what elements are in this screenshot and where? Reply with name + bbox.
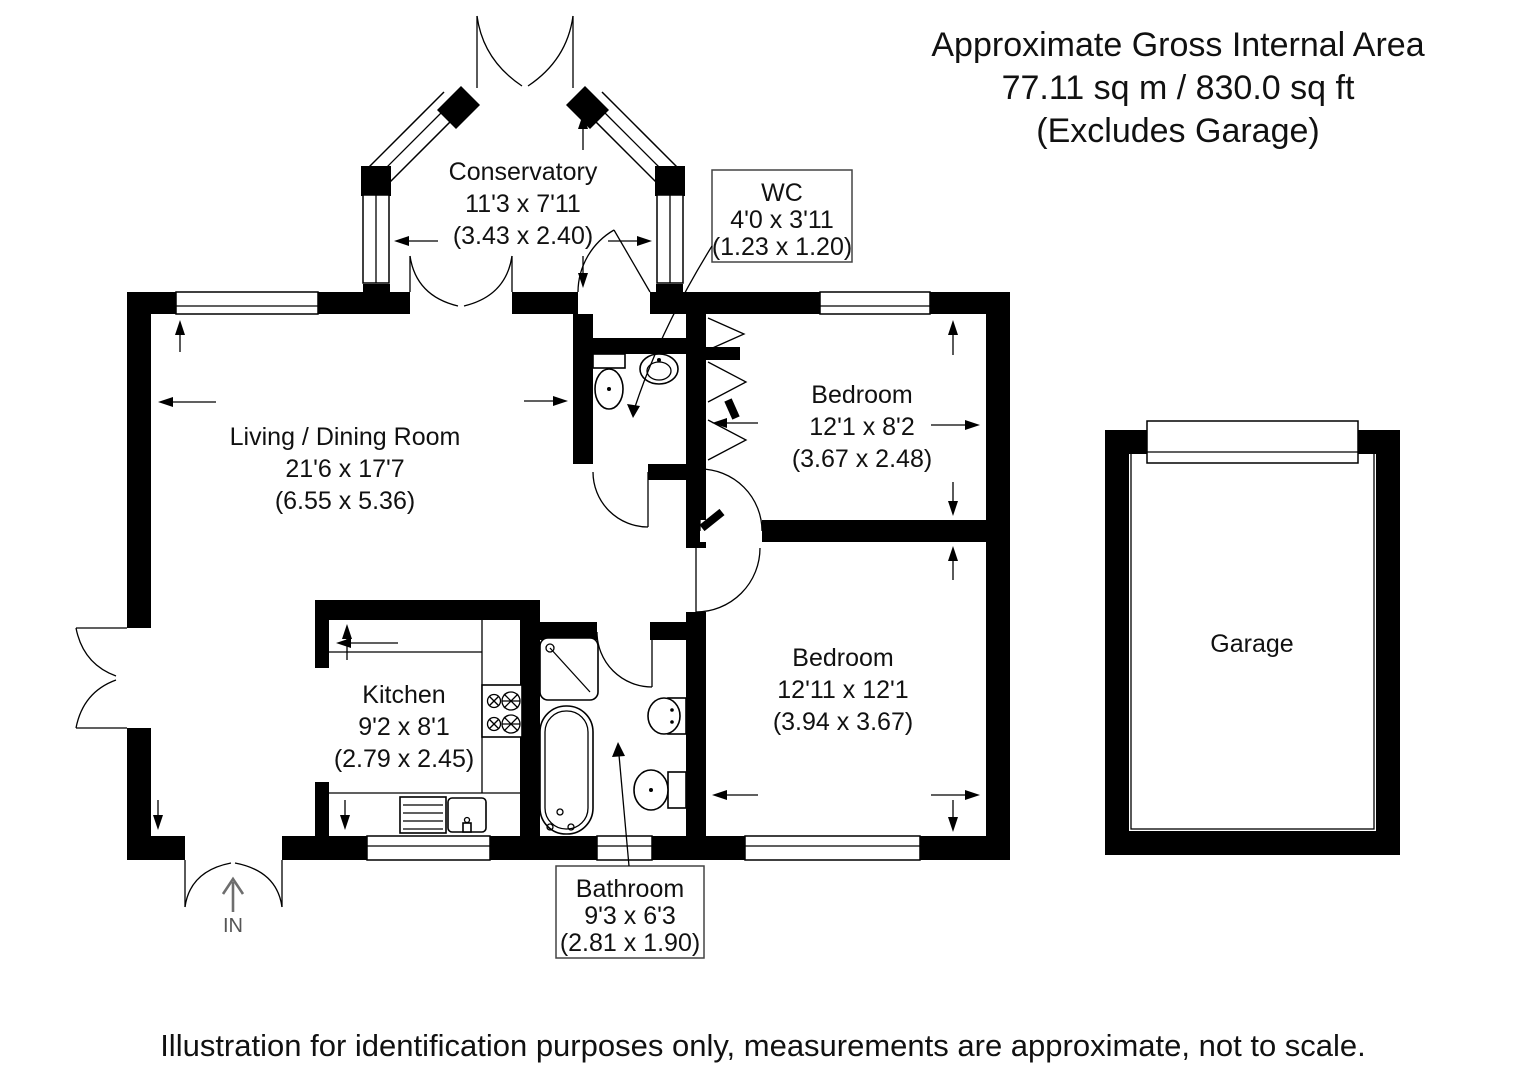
garage-label: Garage bbox=[1210, 630, 1293, 658]
room-dims-imperial: 12'11 x 12'1 bbox=[777, 676, 908, 704]
kitchen-label: Kitchen 9'2 x 8'1 (2.79 x 2.45) bbox=[334, 681, 474, 773]
bathroom-label-box: Bathroom 9'3 x 6'3 (2.81 x 1.90) bbox=[555, 742, 705, 959]
bathroom-leader-line bbox=[618, 754, 630, 867]
room-name: Bedroom bbox=[792, 644, 893, 672]
room-dims-metric: (3.43 x 2.40) bbox=[453, 222, 593, 250]
conservatory-structure bbox=[361, 15, 685, 314]
conservatory-rear-door-icon bbox=[577, 229, 651, 293]
room-dims-imperial: 12'1 x 8'2 bbox=[809, 413, 914, 441]
room-dims-metric: (1.23 x 1.20) bbox=[712, 233, 852, 261]
header-line1: Approximate Gross Internal Area bbox=[931, 26, 1424, 64]
room-dims-metric: (3.67 x 2.48) bbox=[792, 445, 932, 473]
windows bbox=[175, 291, 931, 861]
dimension-arrows bbox=[153, 114, 980, 832]
room-dims-imperial: 11'3 x 7'11 bbox=[465, 190, 581, 218]
header: Approximate Gross Internal Area 77.11 sq… bbox=[931, 26, 1424, 150]
wc-leader-line bbox=[633, 245, 713, 411]
room-name: WC bbox=[761, 179, 803, 207]
room-name: Living / Dining Room bbox=[230, 423, 461, 451]
bathroom-door-icon bbox=[596, 631, 653, 688]
conservatory-post bbox=[566, 86, 609, 129]
room-dims-imperial: 21'6 x 17'7 bbox=[285, 455, 404, 483]
room-dims-metric: (2.81 x 1.90) bbox=[560, 929, 700, 957]
bathroom-toilet-icon bbox=[633, 769, 687, 811]
bathroom-basin-icon bbox=[647, 697, 687, 735]
exterior-walls bbox=[127, 292, 1010, 860]
bath-icon bbox=[539, 705, 594, 835]
wc-door-icon bbox=[592, 471, 649, 528]
french-doors-icon bbox=[75, 627, 127, 729]
living-dining-label: Living / Dining Room 21'6 x 17'7 (6.55 x… bbox=[230, 423, 461, 515]
garage-structure: Garage bbox=[1105, 420, 1400, 855]
conservatory-inner-doors-icon bbox=[409, 255, 513, 307]
rear-bedroom-door-icon bbox=[699, 468, 763, 532]
room-name: Conservatory bbox=[449, 158, 598, 186]
rear-bedroom-label: Bedroom 12'1 x 8'2 (3.67 x 2.48) bbox=[792, 381, 932, 473]
room-labels: Conservatory 11'3 x 7'11 (3.43 x 2.40) L… bbox=[230, 158, 932, 959]
conservatory-post bbox=[361, 166, 391, 196]
room-dims-metric: (3.94 x 3.67) bbox=[773, 708, 913, 736]
footer-caption: Illustration for identification purposes… bbox=[160, 1028, 1366, 1063]
living-room-window-icon bbox=[175, 291, 319, 315]
room-name: Kitchen bbox=[362, 681, 445, 709]
conservatory-post bbox=[437, 86, 480, 129]
entrance-label: IN bbox=[223, 915, 243, 937]
interior-walls bbox=[315, 314, 1010, 836]
garage-door-icon bbox=[1146, 420, 1359, 464]
room-dims-imperial: 9'3 x 6'3 bbox=[584, 902, 676, 930]
internal-doors bbox=[592, 468, 763, 688]
front-bedroom-label: Bedroom 12'11 x 12'1 (3.94 x 3.67) bbox=[773, 644, 913, 736]
wc-toilet-icon bbox=[592, 353, 626, 410]
wc-label-box: WC 4'0 x 3'11 (1.23 x 1.20) bbox=[627, 169, 853, 418]
conservatory-label: Conservatory 11'3 x 7'11 (3.43 x 2.40) bbox=[449, 158, 598, 250]
header-line2: 77.11 sq m / 830.0 sq ft bbox=[1002, 69, 1355, 107]
conservatory-post bbox=[656, 284, 683, 314]
front-bedroom-door-icon bbox=[695, 547, 761, 613]
wc-basin-icon bbox=[639, 353, 679, 385]
room-dims-imperial: 4'0 x 3'11 bbox=[730, 206, 834, 234]
bathroom-window-icon bbox=[596, 835, 653, 861]
front-bedroom-window-icon bbox=[744, 835, 921, 861]
conservatory-exterior-doors-icon bbox=[476, 15, 574, 88]
room-name: Bathroom bbox=[576, 875, 684, 903]
room-dims-metric: (6.55 x 5.36) bbox=[275, 487, 415, 515]
sink-icon bbox=[399, 796, 487, 834]
kitchen-window-icon bbox=[366, 835, 491, 861]
room-dims-metric: (2.79 x 2.45) bbox=[334, 745, 474, 773]
conservatory-window-icon bbox=[362, 194, 684, 284]
room-dims-imperial: 9'2 x 8'1 bbox=[358, 713, 450, 741]
header-line3: (Excludes Garage) bbox=[1036, 112, 1319, 150]
room-name: Bedroom bbox=[811, 381, 912, 409]
conservatory-angled-window-icon bbox=[365, 91, 681, 189]
entrance-doors-icon bbox=[184, 860, 283, 908]
wardrobe-icon bbox=[706, 317, 748, 461]
shower-icon bbox=[539, 637, 599, 701]
conservatory-post bbox=[363, 284, 390, 314]
fixtures bbox=[329, 353, 687, 835]
conservatory-post bbox=[655, 166, 685, 196]
rear-bedroom-window-icon bbox=[819, 291, 931, 315]
hob-icon bbox=[481, 684, 523, 738]
entrance-in-arrow: IN bbox=[221, 876, 245, 937]
